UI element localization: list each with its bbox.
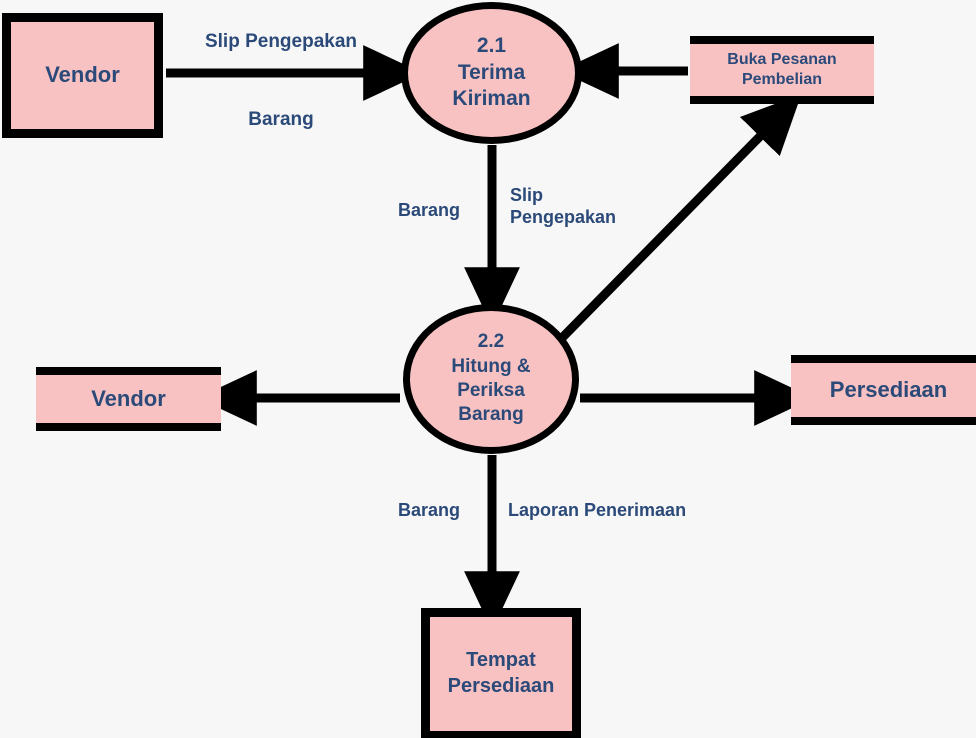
flow-label-laporan-penerimaan: Laporan Penerimaan <box>508 500 687 520</box>
process-2-1-name: Terima Kiriman <box>452 60 531 111</box>
process-2-1[interactable]: 2.1 Terima Kiriman <box>401 2 582 144</box>
flow-label-slip-pengepakan-middle: Slip Pengepakan <box>510 185 617 227</box>
entity-vendor[interactable]: Vendor <box>2 13 163 138</box>
datastore-persediaan-label: Persediaan <box>829 376 948 402</box>
datastore-buka-pesanan-pembelian[interactable]: Buka Pesanan Pembelian <box>690 36 874 104</box>
datastore-vendor-label: Vendor <box>91 385 166 411</box>
datastore-buka-pesanan-pembelian-label: Buka Pesanan Pembelian <box>727 50 837 88</box>
flow-label-barang-middle: Barang <box>397 200 460 220</box>
entity-tempat-persediaan[interactable]: Tempat Persediaan <box>421 608 581 738</box>
datastore-vendor[interactable]: Vendor <box>36 367 221 431</box>
flow-label-slip-pengepakan-top: Slip Pengepakan <box>204 31 358 52</box>
flow-label-barang-bottom: Barang <box>397 500 460 520</box>
flow-label-barang-top: Barang <box>248 109 314 130</box>
flow-arrow-22-to-bukapesanan <box>553 94 802 347</box>
datastore-persediaan[interactable]: Persediaan <box>791 355 976 425</box>
process-2-2-number: 2.2 <box>477 331 505 353</box>
process-2-2[interactable]: 2.2 Hitung & Periksa Barang <box>403 304 579 454</box>
entity-tempat-persediaan-label: Tempat Persediaan <box>447 649 555 697</box>
process-2-1-number: 2.1 <box>476 33 507 57</box>
entity-vendor-label: Vendor <box>45 62 120 88</box>
process-2-2-name: Hitung & Periksa Barang <box>451 355 531 426</box>
